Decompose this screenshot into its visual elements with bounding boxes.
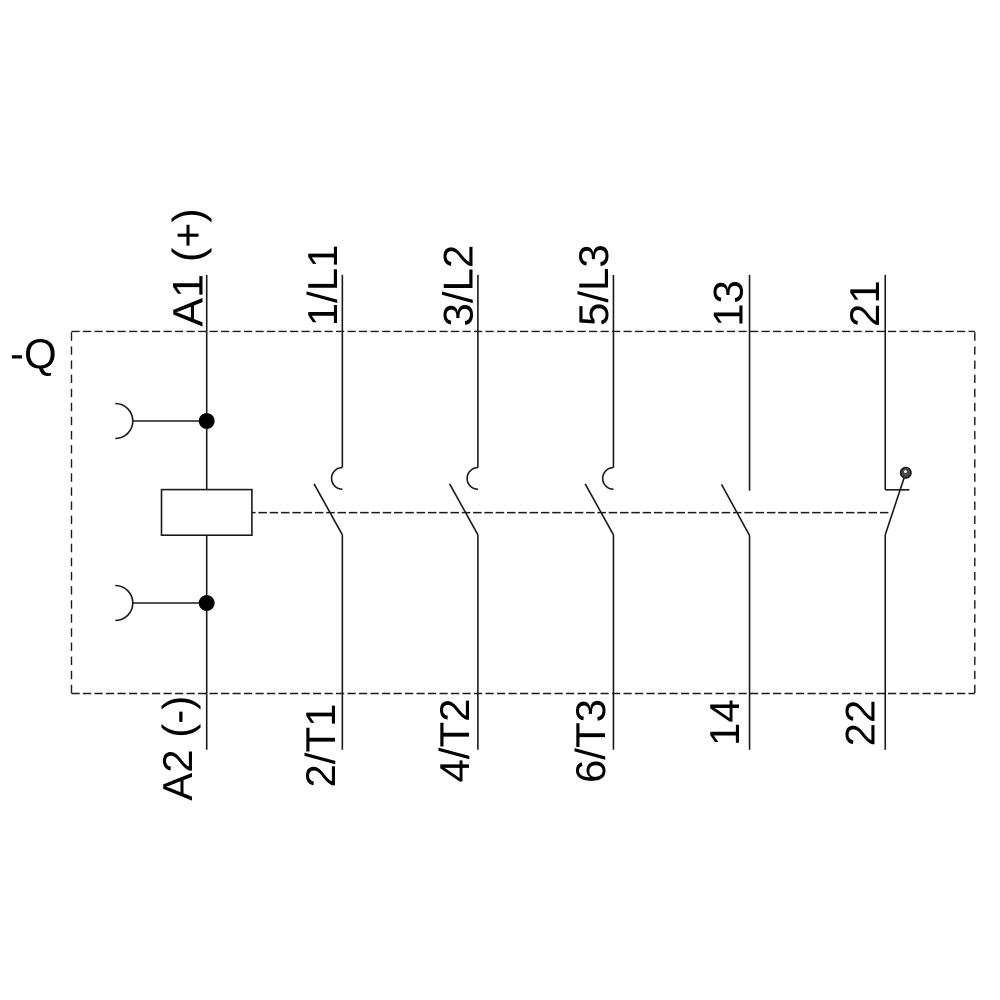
svg-text:A1 (+): A1 (+) <box>165 208 213 326</box>
svg-text:3/L2: 3/L2 <box>435 245 482 327</box>
svg-text:22: 22 <box>837 700 884 747</box>
svg-text:4/T2: 4/T2 <box>431 699 478 783</box>
svg-text:1/L1: 1/L1 <box>299 245 346 327</box>
svg-text:13: 13 <box>705 280 752 327</box>
svg-text:A2 (-): A2 (-) <box>154 696 201 801</box>
svg-text:21: 21 <box>841 280 888 327</box>
svg-text:2/T1: 2/T1 <box>297 704 344 788</box>
svg-text:14: 14 <box>701 699 748 746</box>
svg-text:-Q: -Q <box>10 330 57 377</box>
svg-text:6/T3: 6/T3 <box>567 699 614 783</box>
svg-text:5/L3: 5/L3 <box>570 244 617 326</box>
